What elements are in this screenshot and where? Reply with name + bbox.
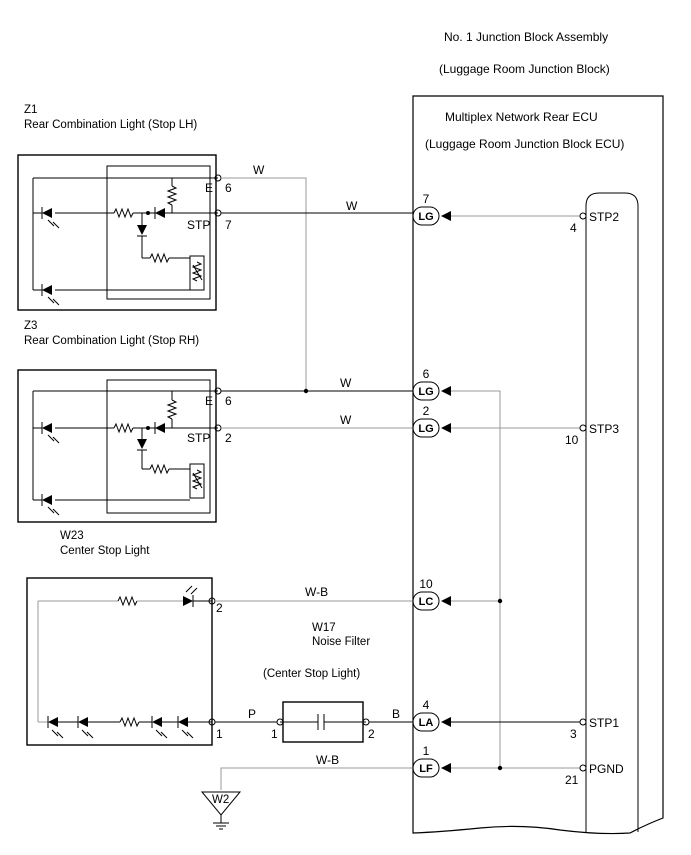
z1-terminal-e-pin: 6 [225,181,232,195]
w17-code: W17 [312,622,336,634]
ecu-pin-name: PGND [589,762,624,776]
z1-terminal-e: E [205,181,213,195]
connector-4: LA 4 [412,698,451,732]
ecu-pin-number: 4 [570,221,577,235]
w23-pin-1: 1 [216,727,223,741]
z3-code: Z3 [24,320,37,332]
w17-sub: (Center Stop Light) [263,668,360,680]
w2-ground-symbol: W2 [200,791,242,830]
w23-center-stop-light: 2 1 [26,577,223,746]
ecu-block: Multiplex Network Rear ECU (Luggage Room… [412,95,664,835]
connector-pin: 1 [423,744,430,758]
ecu-pin-stp1: STP1 3 [570,716,619,741]
connector-pin: 6 [423,367,430,381]
z1-code: Z1 [24,104,37,116]
z1-terminal-stp: STP [187,218,210,232]
wire-label-w1: W [253,163,265,177]
ecu-pin-stp3: STP3 10 [565,422,619,447]
w17-noise-filter: 1 2 [271,701,375,743]
wire-label-wb1: W-B [305,585,328,599]
connector-0: LG 7 [412,192,451,226]
ecu-pin-number: 10 [565,433,579,447]
connector-pin: 10 [419,577,433,591]
external-wires: W W W W W-B P B W-B [215,163,413,790]
wire-label-w4: W [340,413,352,427]
w2-code: W2 [212,794,229,806]
connector-pin: 7 [423,192,430,206]
connector-5: LF 1 [412,744,451,778]
w17-pin-2: 2 [368,727,375,741]
connector-pin: 4 [423,698,430,712]
connector-code: LA [419,717,434,729]
ecu-inner-block [585,192,639,832]
ecu-pin-number: 21 [565,773,579,787]
w23-name: Center Stop Light [60,545,150,557]
connector-code: LG [418,423,433,435]
connector-code: LF [419,763,433,775]
wire-label-b: B [392,707,400,721]
connector-pin: 2 [423,404,430,418]
ecu-title: Multiplex Network Rear ECU [445,110,598,124]
z3-terminal-e: E [205,394,213,408]
z3-terminal-stp: STP [187,431,210,445]
wire-label-wb2: W-B [316,753,339,767]
ecu-pin-name: STP1 [589,716,619,730]
ecu-subtitle: (Luggage Room Junction Block ECU) [425,137,624,151]
connector-3: LC 10 [412,577,451,611]
w23-pin-2: 2 [216,601,223,615]
ecu-internal-wiring [451,212,587,772]
junction-block-subtitle: (Luggage Room Junction Block) [439,62,610,76]
w17-pin-1: 1 [271,727,278,741]
connector-code: LG [418,386,433,398]
connector-code: LG [418,211,433,223]
ecu-pin-stp2: STP2 4 [570,210,619,235]
w17-name: Noise Filter [312,636,370,648]
ecu-pin-number: 3 [570,727,577,741]
ecu-pin-name: STP2 [589,210,619,224]
z1-terminal-stp-pin: 7 [225,218,232,232]
wire-label-w3: W [340,376,352,390]
wire-label-w2: W [346,199,358,213]
z3-terminal-e-pin: 6 [225,394,232,408]
z3-terminal-stp-pin: 2 [225,431,232,445]
ecu-pin-pgnd: PGND 21 [565,762,624,787]
z1-rear-combination-light-lh: E 6 STP 7 [17,154,232,311]
junction-block-title: No. 1 Junction Block Assembly [444,30,608,44]
connector-1: LG 6 [412,367,451,401]
z1-name: Rear Combination Light (Stop LH) [24,119,197,131]
connector-2: LG 2 [412,404,451,438]
z3-rear-combination-light-rh: E 6 STP 2 [17,369,232,523]
z3-name: Rear Combination Light (Stop RH) [24,335,199,347]
ecu-pin-name: STP3 [589,422,619,436]
w23-code: W23 [60,530,84,542]
wire-label-p: P [248,707,256,721]
connector-code: LC [419,596,434,608]
